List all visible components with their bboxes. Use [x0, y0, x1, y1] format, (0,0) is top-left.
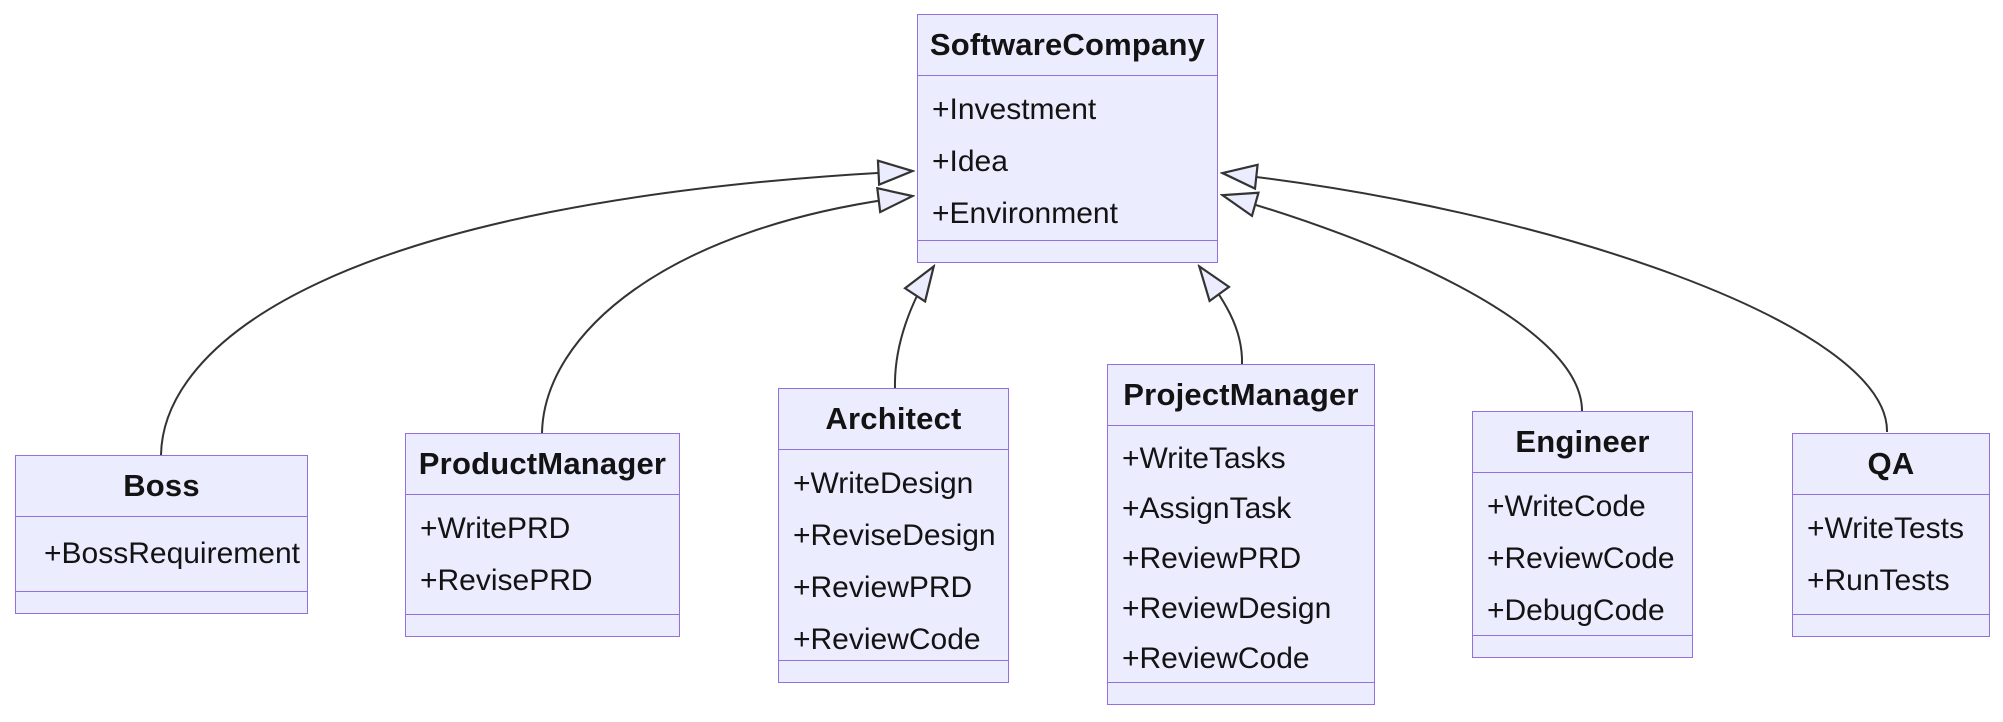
- inheritance-edge-engineer-to-softwarecompany: [1222, 195, 1583, 412]
- class-members-qa: +WriteTests +RunTests: [1793, 495, 1989, 615]
- class-members-architect: +WriteDesign +ReviseDesign +ReviewPRD +R…: [779, 450, 1008, 661]
- class-methods-empty-softwarecompany: [918, 241, 1217, 262]
- class-member: +ReviewCode: [1122, 642, 1310, 675]
- class-member: +WriteDesign: [793, 467, 974, 500]
- class-member: +ReviewCode: [793, 623, 981, 656]
- class-member: +ReviewCode: [1487, 542, 1675, 575]
- class-box-productmanager: ProductManager +WritePRD +RevisePRD: [405, 433, 680, 637]
- class-member: +AssignTask: [1122, 492, 1292, 525]
- class-members-productmanager: +WritePRD +RevisePRD: [406, 495, 679, 615]
- class-member: +WriteCode: [1487, 490, 1646, 523]
- class-member: +ReviewPRD: [1122, 542, 1302, 575]
- class-box-architect: Architect +WriteDesign +ReviseDesign +Re…: [778, 388, 1009, 683]
- inheritance-edge-qa-to-softwarecompany: [1222, 173, 1889, 433]
- class-box-boss: Boss +BossRequirement: [15, 455, 308, 614]
- class-member: +ReviseDesign: [793, 519, 996, 552]
- class-methods-empty-engineer: [1473, 636, 1692, 657]
- class-member: +Environment: [932, 197, 1118, 230]
- inheritance-edge-architect-to-softwarecompany: [893, 266, 934, 389]
- class-member: +ReviewPRD: [793, 571, 973, 604]
- class-methods-empty-boss: [16, 592, 307, 613]
- class-member: +Investment: [932, 93, 1097, 126]
- class-member: +WriteTests: [1807, 512, 1964, 545]
- class-member: +DebugCode: [1487, 594, 1665, 627]
- class-methods-empty-qa: [1793, 615, 1989, 636]
- class-title-projectmanager: ProjectManager: [1108, 365, 1374, 426]
- class-member: +Idea: [932, 145, 1008, 178]
- class-methods-empty-architect: [779, 661, 1008, 682]
- class-box-softwarecompany: SoftwareCompany +Investment +Idea +Envir…: [917, 14, 1218, 263]
- class-member: +RunTests: [1807, 564, 1950, 597]
- class-title-boss: Boss: [16, 456, 307, 517]
- class-members-softwarecompany: +Investment +Idea +Environment: [918, 76, 1217, 241]
- class-members-projectmanager: +WriteTasks +AssignTask +ReviewPRD +Revi…: [1108, 426, 1374, 683]
- class-members-boss: +BossRequirement: [16, 517, 307, 592]
- class-title-softwarecompany: SoftwareCompany: [918, 15, 1217, 76]
- inheritance-edge-boss-to-softwarecompany: [160, 171, 913, 456]
- class-title-architect: Architect: [779, 389, 1008, 450]
- class-box-projectmanager: ProjectManager +WriteTasks +AssignTask +…: [1107, 364, 1375, 705]
- class-title-engineer: Engineer: [1473, 412, 1692, 473]
- class-methods-empty-productmanager: [406, 615, 679, 636]
- class-methods-empty-projectmanager: [1108, 683, 1374, 704]
- class-title-productmanager: ProductManager: [406, 434, 679, 495]
- class-box-qa: QA +WriteTests +RunTests: [1792, 433, 1990, 637]
- class-box-engineer: Engineer +WriteCode +ReviewCode +DebugCo…: [1472, 411, 1693, 658]
- inheritance-edge-productmanager-to-softwarecompany: [541, 196, 913, 434]
- class-member: +ReviewDesign: [1122, 592, 1332, 625]
- class-title-qa: QA: [1793, 434, 1989, 495]
- class-member: +RevisePRD: [420, 564, 593, 597]
- class-member: +WritePRD: [420, 512, 571, 545]
- class-member: +WriteTasks: [1122, 442, 1286, 475]
- inheritance-edge-projectmanager-to-softwarecompany: [1199, 266, 1244, 365]
- class-members-engineer: +WriteCode +ReviewCode +DebugCode: [1473, 473, 1692, 636]
- class-member: +BossRequirement: [44, 537, 300, 570]
